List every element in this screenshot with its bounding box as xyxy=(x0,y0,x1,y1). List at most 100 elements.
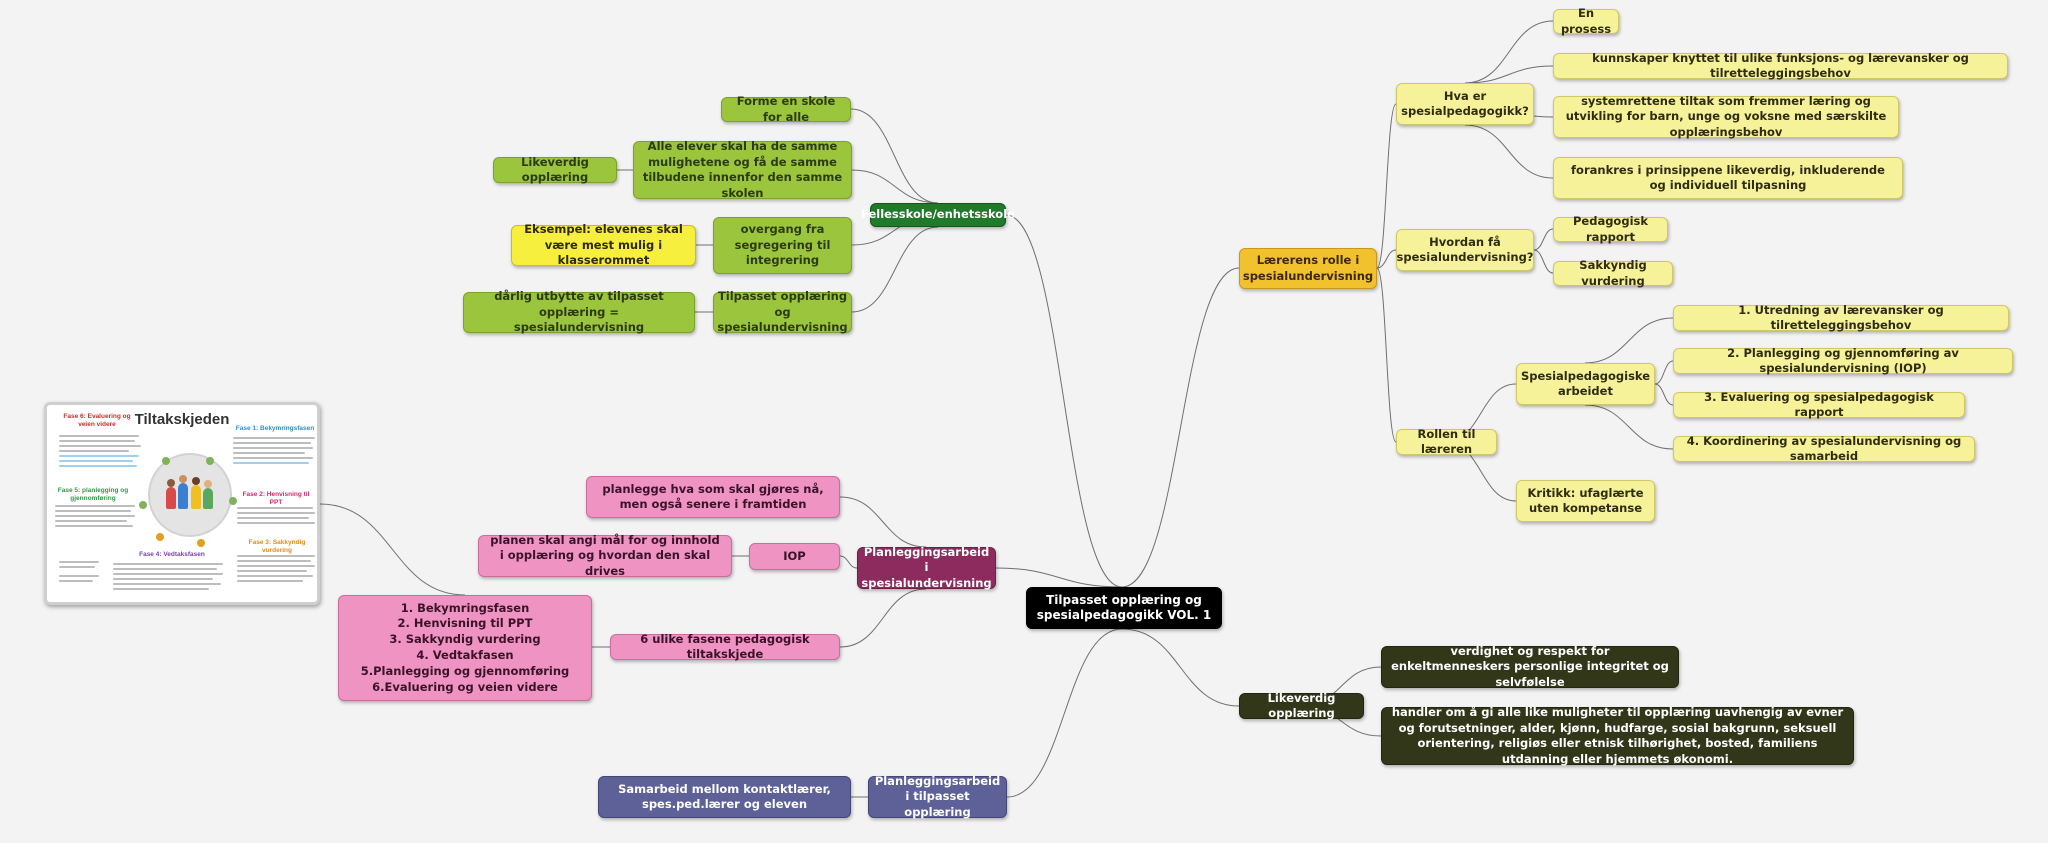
connector-line xyxy=(1584,404,1674,450)
node-handler-om-label: handler om å gi alle like muligheter til… xyxy=(1391,705,1844,766)
tk-child-figure xyxy=(179,475,187,483)
tk-text-line xyxy=(55,510,131,512)
topic-laererens-rolle[interactable]: Lærerens rolle i spesialundervisning xyxy=(1239,248,1377,289)
fase-item-4: 4. Vedtakfasen xyxy=(416,648,514,662)
tk-child-figure xyxy=(166,487,176,509)
tk-text-line xyxy=(113,583,221,585)
node-steg-4-label: 4. Koordinering av spesialundervisning o… xyxy=(1686,433,1962,464)
tk-text-line xyxy=(237,522,315,524)
topic-fellesskole[interactable]: Fellesskole/enhetsskole xyxy=(861,203,1015,227)
tk-text-line xyxy=(55,515,135,517)
node-likeverdig-opplaering-sub[interactable]: Likeverdig opplæring xyxy=(493,155,617,184)
connector-line xyxy=(319,503,466,596)
node-systemrettede-tiltak[interactable]: systemrettene tiltak som fremmer læring … xyxy=(1553,94,1899,139)
tk-text-line xyxy=(237,555,315,557)
node-darlig-utbytte[interactable]: dårlig utbytte av tilpasset opplæring = … xyxy=(463,289,695,334)
root-topic[interactable]: Tilpasset opplæring og spesialpedagogikk… xyxy=(1026,587,1222,629)
node-sakkyndig-vurdering[interactable]: Sakkyndig vurdering xyxy=(1553,258,1673,288)
tk-node-dot xyxy=(206,457,214,465)
node-faser-liste[interactable]: 1. Bekymringsfasen 2. Henvisning til PPT… xyxy=(338,595,592,701)
tk-fase5-label: Fase 5: planlegging og gjennomføring xyxy=(57,487,129,502)
tk-node-dot xyxy=(139,501,147,509)
tk-text-line xyxy=(237,570,307,572)
node-planlegge-hva[interactable]: planlegge hva som skal gjøres nå, men og… xyxy=(586,476,840,518)
node-kritikk-label: Kritikk: ufaglærte uten kompetanse xyxy=(1527,485,1644,516)
node-iop[interactable]: IOP xyxy=(749,543,840,570)
tk-text-line xyxy=(59,575,99,577)
tk-text-line xyxy=(237,560,311,562)
tk-text-line xyxy=(237,575,313,577)
tk-child-figure xyxy=(204,480,212,488)
node-verdighet-label: verdighet og respekt for enkeltmennesker… xyxy=(1391,643,1669,689)
tk-text-line xyxy=(55,520,127,522)
node-forankres-label: forankres i prinsippene likeverdig, inkl… xyxy=(1571,162,1885,193)
node-alle-elever-label: Alle elever skal ha de samme mulighetene… xyxy=(642,139,843,200)
node-steg-2[interactable]: 2. Planlegging og gjennomføring av spesi… xyxy=(1673,346,2013,375)
node-steg-3-label: 3. Evaluering og spesialpedagogisk rappo… xyxy=(1704,389,1934,420)
node-forme-skole[interactable]: Forme en skole for alle xyxy=(721,94,851,124)
node-steg-3[interactable]: 3. Evaluering og spesialpedagogisk rappo… xyxy=(1673,389,1965,420)
connector-line xyxy=(850,108,939,204)
node-kritikk[interactable]: Kritikk: ufaglærte uten kompetanse xyxy=(1516,480,1655,522)
topic-planlegging-spes[interactable]: Planleggingsarbeid i spesialundervisning xyxy=(857,545,996,590)
node-planen-skal[interactable]: planen skal angi mål for og innhold i op… xyxy=(478,532,732,578)
connector-line xyxy=(1376,267,1397,443)
fase-item-6: 6.Evaluering og veien videre xyxy=(372,679,558,694)
connector-line xyxy=(1654,360,1674,385)
node-samarbeid[interactable]: Samarbeid mellom kontaktlærer, spes.ped.… xyxy=(598,776,851,818)
node-kunnskaper-label: kunnskaper knyttet til ulike funksjons- … xyxy=(1592,50,1969,81)
connector-line xyxy=(1584,317,1674,364)
tk-text-line xyxy=(113,588,209,590)
tk-text-line xyxy=(59,445,141,447)
node-rollen-til-laereren[interactable]: Rollen til læreren xyxy=(1396,426,1497,457)
node-steg-1[interactable]: 1. Utredning av lærevansker og tilrettel… xyxy=(1673,303,2009,332)
tk-child-figure xyxy=(191,485,201,509)
node-forankres[interactable]: forankres i prinsippene likeverdig, inkl… xyxy=(1553,157,1903,199)
node-alle-elever[interactable]: Alle elever skal ha de samme mulighetene… xyxy=(633,139,852,200)
connector-line xyxy=(839,555,858,569)
topic-planlegging-tilpasset[interactable]: Planleggingsarbeid i tilpasset opplæring xyxy=(868,774,1007,819)
connector-line xyxy=(1121,267,1240,588)
node-en-prosess[interactable]: En prosess xyxy=(1553,6,1619,36)
connector-line xyxy=(995,567,1123,588)
tk-text-line xyxy=(237,565,315,567)
node-en-prosess-label: En prosess xyxy=(1560,6,1612,36)
node-rollen-label: Rollen til læreren xyxy=(1417,426,1476,457)
node-samarbeid-label: Samarbeid mellom kontaktlærer, spes.ped.… xyxy=(618,781,831,812)
tk-fase2-label: Fase 2: Henvisning til PPT xyxy=(242,491,310,506)
tk-fase3-label: Fase 3: Sakkyndig vurdering xyxy=(248,539,306,554)
node-iop-label: IOP xyxy=(783,548,806,563)
tk-text-line xyxy=(233,447,313,449)
tiltakskjeden-image[interactable]: Tiltakskjeden Fase 6: Evaluering og veie… xyxy=(44,402,320,605)
node-handler-om[interactable]: handler om å gi alle like muligheter til… xyxy=(1381,705,1854,766)
tk-text-line xyxy=(55,505,135,507)
tk-node-dot xyxy=(197,539,205,547)
tk-text-line xyxy=(233,442,311,444)
tk-text-line xyxy=(113,568,217,570)
node-hvordan-fa[interactable]: Hvordan få spesialundervisning? xyxy=(1396,229,1534,271)
node-overgang-label: overgang fra segregering til integrering xyxy=(734,222,831,268)
connector-line xyxy=(1533,228,1554,251)
node-overgang[interactable]: overgang fra segregering til integrering xyxy=(713,217,852,274)
tk-center-circle xyxy=(148,453,232,537)
node-verdighet[interactable]: verdighet og respekt for enkeltmennesker… xyxy=(1381,643,1679,689)
tk-child-figure xyxy=(178,483,188,509)
node-hva-er-spesialpedagogikk[interactable]: Hva er spesialpedagogikk? xyxy=(1396,83,1534,125)
tk-fase6-label: Fase 6: Evaluering og veien videre xyxy=(63,413,131,428)
node-eksempel[interactable]: Eksempel: elevenes skal være mest mulig … xyxy=(511,222,696,267)
tk-text-line xyxy=(237,517,309,519)
topic-likeverdig-opplaering[interactable]: Likeverdig opplæring xyxy=(1239,691,1364,720)
tk-text-line xyxy=(59,450,129,452)
node-spes-arbeidet[interactable]: Spesialpedagogiske arbeidet xyxy=(1516,363,1655,405)
node-seks-faser[interactable]: 6 ulike fasene pedagogisk tiltakskjede xyxy=(610,632,840,661)
tk-text-line xyxy=(237,580,303,582)
node-pedagogisk-rapport[interactable]: Pedagogisk rapport xyxy=(1553,214,1668,244)
node-spes-arbeidet-label: Spesialpedagogiske arbeidet xyxy=(1520,368,1651,399)
node-steg-4[interactable]: 4. Koordinering av spesialundervisning o… xyxy=(1673,433,1975,464)
node-tilpasset-spes[interactable]: Tilpasset opplæring og spesialundervisni… xyxy=(713,289,852,334)
connector-line xyxy=(1005,214,1123,588)
tk-text-line xyxy=(233,437,315,439)
node-planen-skal-label: planen skal angi mål for og innhold i op… xyxy=(490,532,720,578)
node-kunnskaper[interactable]: kunnskaper knyttet til ulike funksjons- … xyxy=(1553,50,2008,81)
